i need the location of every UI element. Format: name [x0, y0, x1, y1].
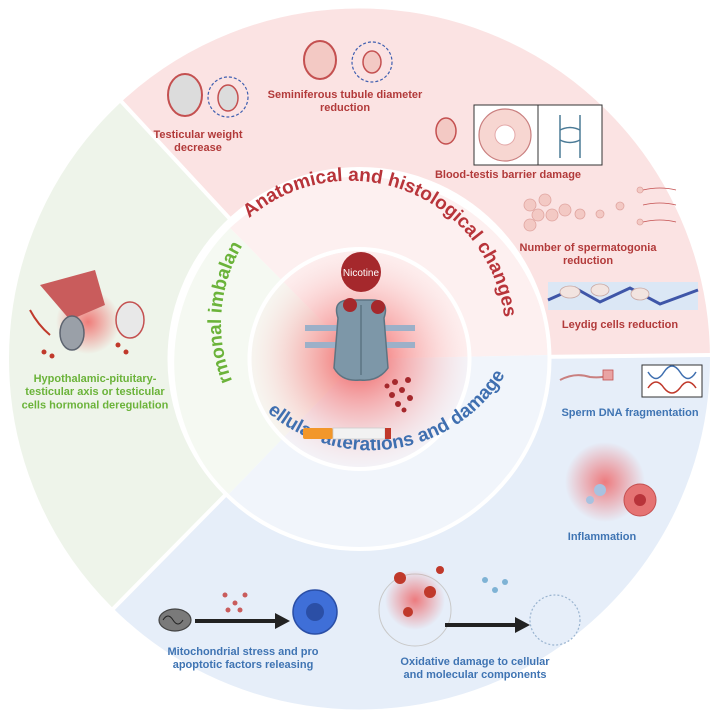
label-line: Seminiferous tubule diameter — [268, 89, 423, 101]
label-line: apoptotic factors releasing — [173, 659, 314, 671]
label-line: reduction — [563, 255, 613, 267]
label-line: testicular axis or testicular — [25, 386, 165, 398]
label-line: Hypothalamic-pituitary- — [34, 373, 157, 385]
mitochondrion-icon — [158, 592, 290, 632]
label-line: Inflammation — [568, 531, 637, 543]
testis-icon — [167, 73, 249, 118]
label-line: reduction — [320, 102, 370, 114]
hpt-axis-icon — [29, 270, 145, 359]
cigarette-icon — [303, 427, 391, 440]
label-line: Leydig cells reduction — [562, 319, 678, 331]
label-line: Number of spermatogonia — [520, 242, 658, 254]
apoptotic-cell-icon — [292, 589, 338, 635]
oxidative-damage-icon — [378, 566, 581, 647]
label-line: Mitochondrial stress and pro — [168, 646, 319, 658]
svg-text:Nicotine: Nicotine — [343, 268, 380, 279]
tubule-cross-section-icon — [303, 40, 393, 83]
label-line: and molecular components — [403, 669, 546, 681]
label-leydig: Leydig cells reduction — [562, 319, 678, 331]
nicotinic-receptor-icon — [305, 298, 415, 413]
spermatogonia-icon — [523, 186, 677, 232]
label-line: decrease — [174, 142, 222, 154]
label-dna-fragmentation: Sperm DNA fragmentation — [561, 407, 698, 419]
blood-testis-barrier-icon — [435, 104, 603, 166]
label-blood-testis: Blood-testis barrier damage — [435, 169, 581, 181]
label-line: Blood-testis barrier damage — [435, 169, 581, 181]
macrophage-icon — [565, 442, 657, 522]
leydig-cells-icon — [547, 282, 699, 310]
nicotine-badge: Nicotine — [341, 252, 381, 292]
sperm-dna-icon — [559, 364, 703, 398]
label-line: Oxidative damage to cellular — [400, 656, 550, 668]
label-line: cells hormonal deregulation — [22, 399, 169, 411]
label-line: Sperm DNA fragmentation — [561, 407, 698, 419]
label-line: Testicular weight — [153, 129, 242, 141]
label-hpt-axis: Hypothalamic-pituitary-testicular axis o… — [22, 373, 169, 411]
label-inflammation: Inflammation — [568, 531, 637, 543]
